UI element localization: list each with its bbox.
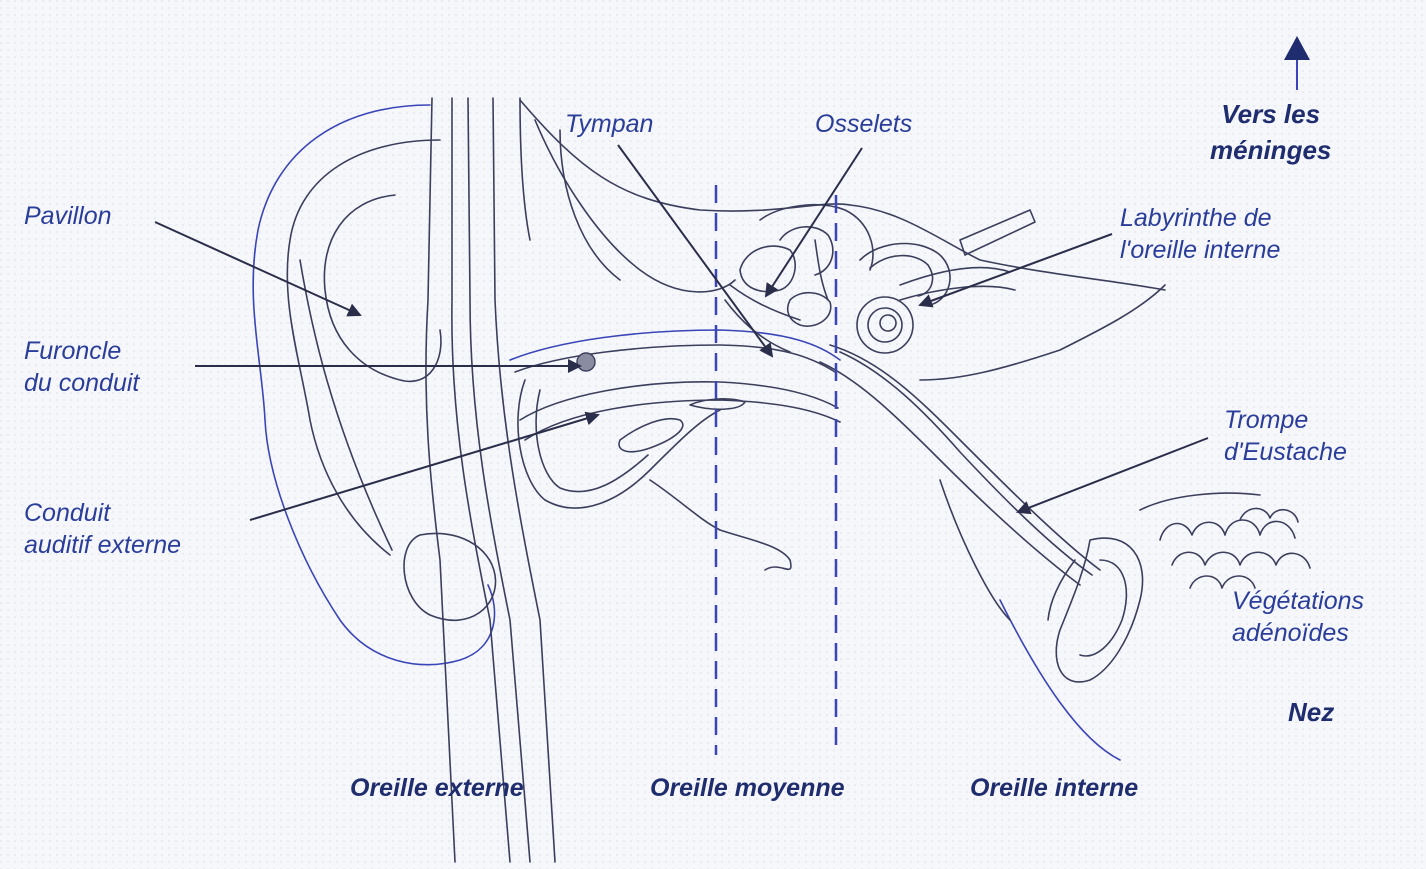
label-vegetations: Végétations adénoïdes bbox=[1232, 585, 1364, 649]
label-pavillon-text: Pavillon bbox=[24, 202, 112, 230]
label-furoncle-line2: du conduit bbox=[24, 367, 139, 399]
section-oreille-interne-text: Oreille interne bbox=[970, 774, 1138, 802]
label-furoncle: Furoncle du conduit bbox=[24, 335, 139, 399]
label-meninges-line2: méninges bbox=[1210, 132, 1331, 168]
arrow-conduit bbox=[250, 415, 598, 520]
arrow-osselets bbox=[766, 148, 862, 296]
temporal-bone bbox=[520, 100, 1165, 570]
label-meninges: Vers les méninges bbox=[1210, 96, 1331, 168]
arrow-tympan bbox=[618, 145, 772, 356]
label-conduit: Conduit auditif externe bbox=[24, 497, 181, 561]
label-tympan-text: Tympan bbox=[565, 110, 653, 138]
label-osselets-text: Osselets bbox=[815, 110, 912, 138]
label-trompe-line2: d'Eustache bbox=[1224, 436, 1347, 468]
label-vegetations-line2: adénoïdes bbox=[1232, 617, 1364, 649]
label-nez: Nez bbox=[1288, 694, 1334, 730]
section-oreille-interne: Oreille interne bbox=[970, 774, 1138, 803]
section-oreille-moyenne-text: Oreille moyenne bbox=[650, 774, 845, 802]
label-nez-text: Nez bbox=[1288, 697, 1334, 727]
label-furoncle-line1: Furoncle bbox=[24, 335, 139, 367]
label-trompe: Trompe d'Eustache bbox=[1224, 404, 1347, 468]
label-labyrinthe-line2: l'oreille interne bbox=[1120, 234, 1280, 266]
label-osselets: Osselets bbox=[815, 108, 912, 140]
label-conduit-line2: auditif externe bbox=[24, 529, 181, 561]
label-trompe-line1: Trompe bbox=[1224, 404, 1347, 436]
label-pavillon: Pavillon bbox=[24, 200, 112, 232]
ossicles bbox=[725, 205, 873, 352]
label-labyrinthe: Labyrinthe de l'oreille interne bbox=[1120, 202, 1280, 266]
label-conduit-line1: Conduit bbox=[24, 497, 181, 529]
arrow-up-head bbox=[1284, 36, 1310, 60]
label-vegetations-line1: Végétations bbox=[1232, 585, 1364, 617]
pinna-outline bbox=[253, 105, 495, 665]
adenoids bbox=[1160, 508, 1310, 588]
label-meninges-line1: Vers les bbox=[1210, 96, 1331, 132]
label-labyrinthe-line1: Labyrinthe de bbox=[1120, 202, 1280, 234]
label-tympan: Tympan bbox=[565, 108, 653, 140]
section-oreille-moyenne: Oreille moyenne bbox=[650, 774, 845, 803]
section-oreille-externe-text: Oreille externe bbox=[350, 774, 524, 802]
ear-canal bbox=[510, 330, 840, 508]
arrow-trompe bbox=[1018, 438, 1208, 512]
section-oreille-externe: Oreille externe bbox=[350, 774, 524, 803]
skull-lines bbox=[426, 98, 555, 862]
